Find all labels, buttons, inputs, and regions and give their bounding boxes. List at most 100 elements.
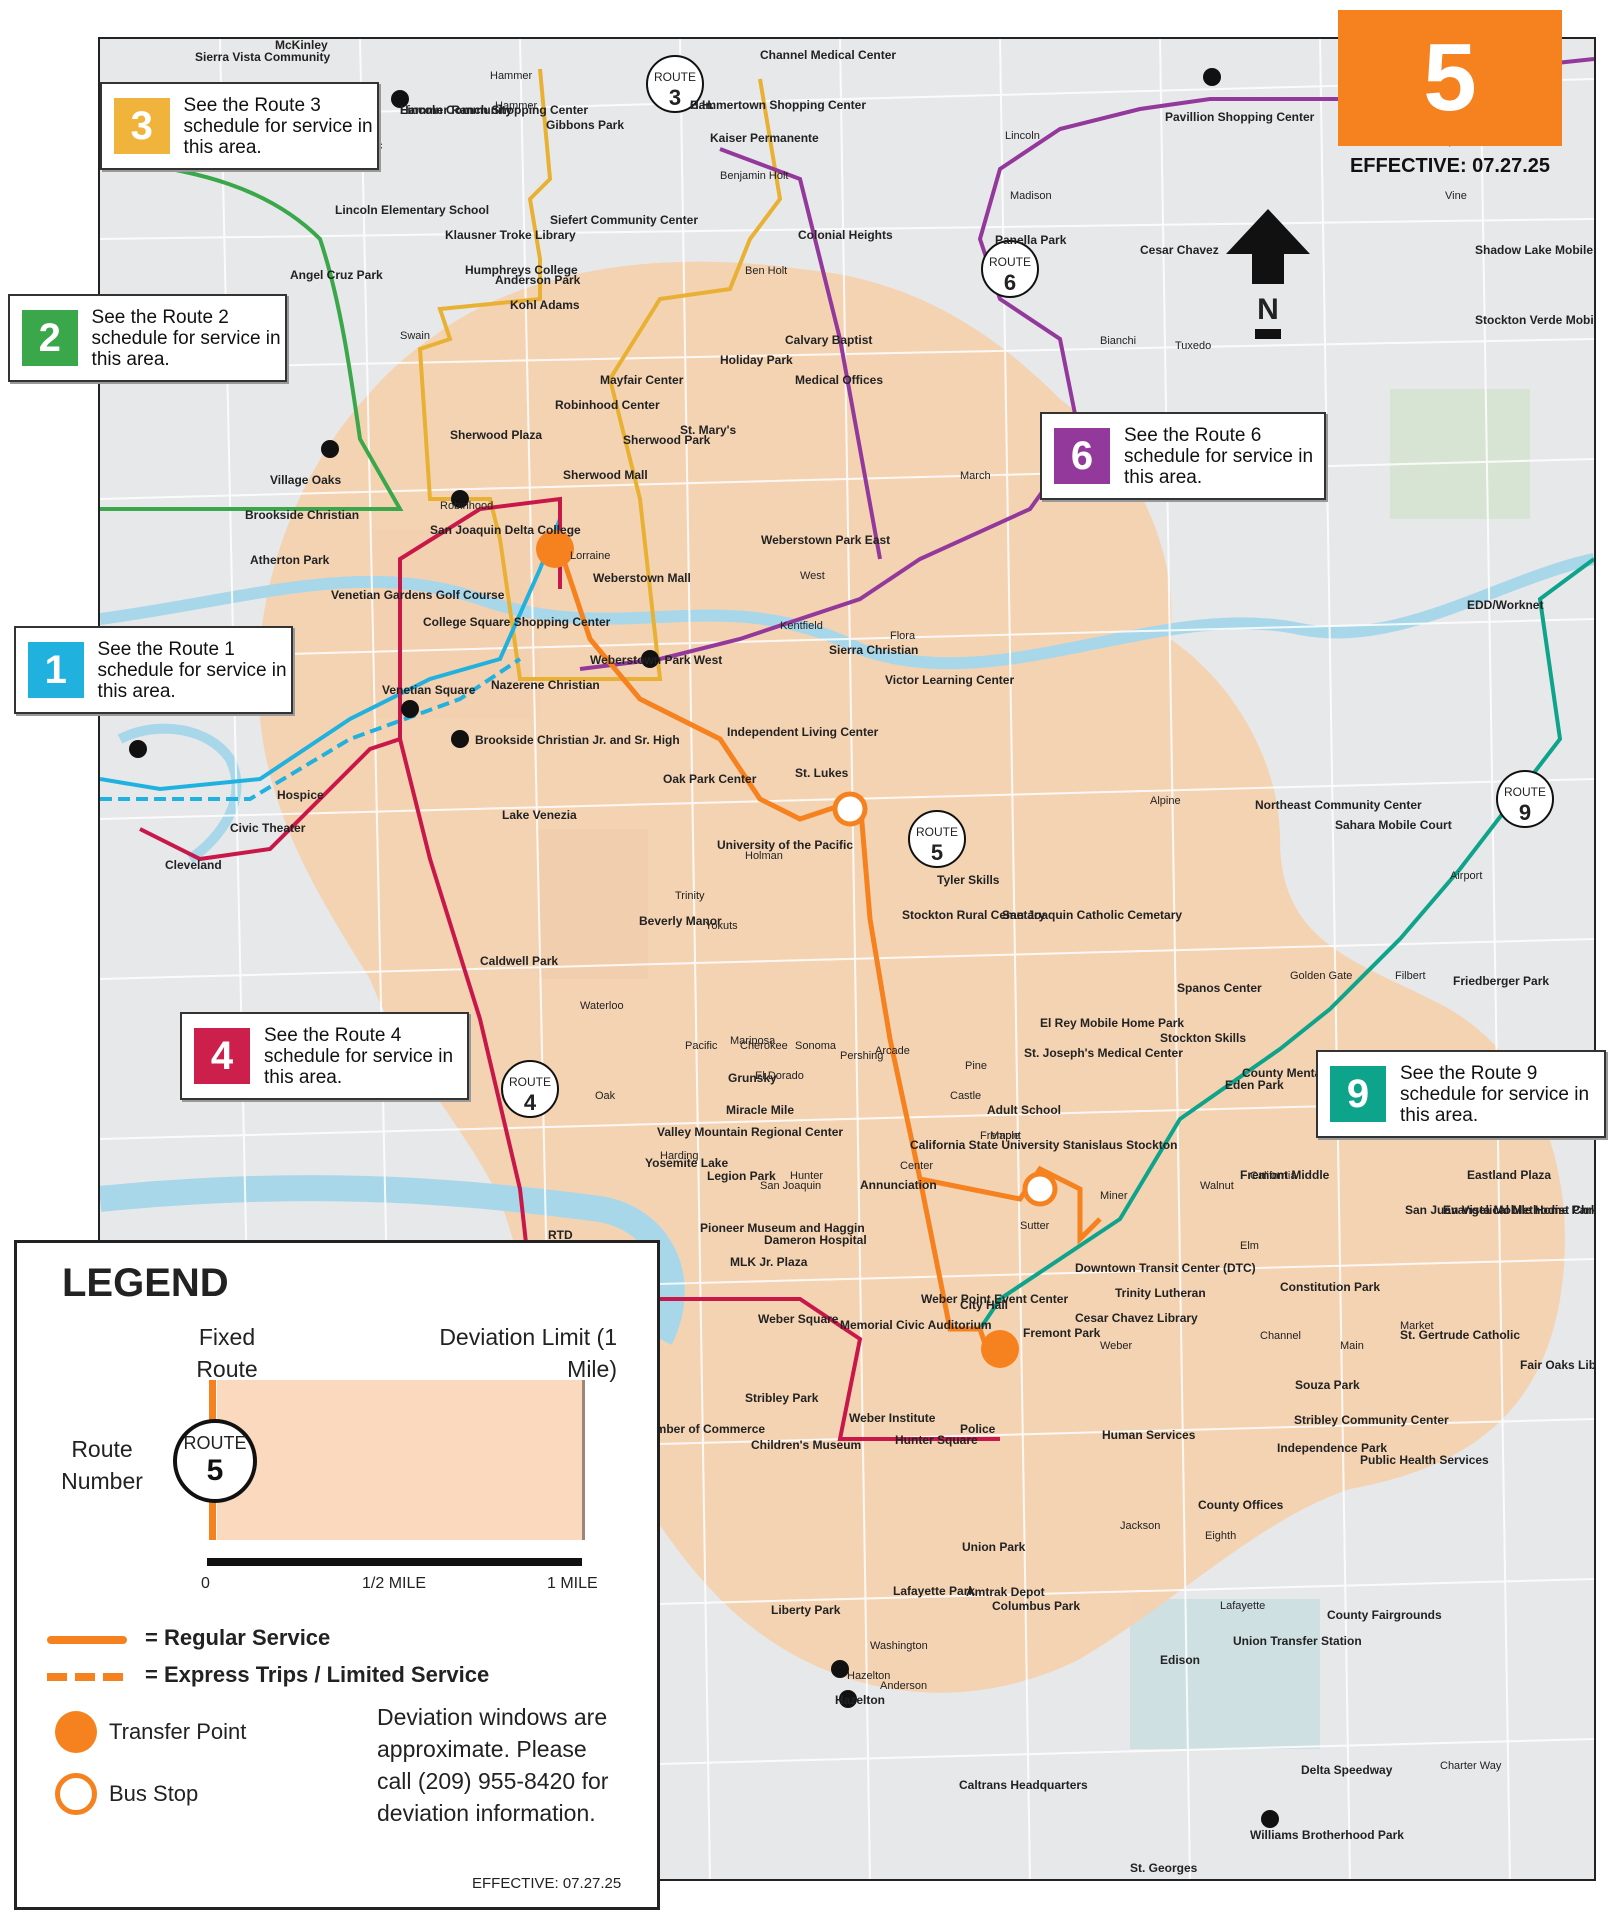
place-label: RTD — [548, 1228, 573, 1242]
bus-stop-label: Bus Stop — [109, 1781, 199, 1806]
place-label: Sierra Christian — [829, 643, 918, 657]
street-label: Filbert — [1395, 970, 1426, 982]
street-label: Flora — [890, 630, 916, 642]
street-label: Hammer — [490, 70, 533, 82]
place-label: Shadow Lake Mobile Home Community — [1475, 243, 1594, 257]
route-9-callout[interactable]: 9 See the Route 9 schedule for service i… — [1316, 1050, 1606, 1138]
route-2-callout-text: See the Route 2 schedule for service in … — [91, 306, 281, 370]
place-label: Sherwood Park — [623, 433, 711, 447]
bus-stop[interactable] — [832, 791, 868, 827]
route-6-callout[interactable]: 6 See the Route 6 schedule for service i… — [1040, 412, 1326, 500]
place-label: Victor Learning Center — [885, 673, 1014, 687]
street-label: Benjamin Holt — [720, 170, 788, 182]
place-label: Fremont Middle — [1240, 1168, 1330, 1182]
place-label: C.H. — [690, 98, 714, 112]
street-label: Lincoln — [1005, 130, 1040, 142]
place-label: Nazerene Christian — [491, 678, 600, 692]
place-label: California State University Stanislaus S… — [910, 1138, 1177, 1152]
legend-deviation-limit: Deviation Limit (1 Mile) — [439, 1324, 617, 1382]
place-label: San Joaquin Catholic Cemetary — [1002, 908, 1182, 922]
route-3-callout[interactable]: 3 See the Route 3 schedule for service i… — [100, 82, 379, 170]
scale-bar — [207, 1558, 582, 1566]
place-label: County Fairgrounds — [1327, 1608, 1442, 1622]
place-label: EDD/Worknet — [1467, 598, 1543, 612]
place-label: Siefert Community Center — [550, 213, 698, 227]
place-label: Dameron Hospital — [764, 1233, 867, 1247]
street-label: Swain — [400, 330, 430, 342]
svg-text:9: 9 — [1519, 800, 1531, 825]
route-1-callout[interactable]: 1 See the Route 1 schedule for service i… — [14, 626, 293, 714]
svg-text:3: 3 — [669, 85, 681, 110]
street-label: Market — [1400, 1320, 1434, 1332]
bus-stop[interactable] — [1022, 1171, 1058, 1207]
route-marker-9: ROUTE 9 — [1496, 770, 1554, 828]
route-4-callout[interactable]: 4 See the Route 4 schedule for service i… — [180, 1012, 469, 1100]
svg-text:ROUTE: ROUTE — [916, 825, 958, 839]
route-marker-5: ROUTE 5 — [908, 810, 966, 868]
place-label: Robinhood Center — [555, 398, 660, 412]
place-label: Chamber of Commerce — [633, 1422, 765, 1436]
place-label: Yosemite Lake — [645, 1156, 728, 1170]
street-label: Cherokee — [740, 1040, 788, 1052]
regular-service-label: = Regular Service — [145, 1625, 331, 1650]
place-label: Hammertown Shopping Center — [690, 98, 866, 112]
street-label: Castle — [950, 1090, 981, 1102]
water-calaveras — [100, 553, 1594, 670]
place-label: Pavillion Shopping Center — [1165, 110, 1315, 124]
legend-route-number: Route Number — [61, 1436, 143, 1494]
street-label: Channel — [1260, 1330, 1301, 1342]
transfer-point[interactable] — [981, 1330, 1019, 1368]
svg-text:5: 5 — [931, 840, 943, 865]
route-2-line — [100, 157, 404, 511]
place-label: Hazelton — [835, 1693, 885, 1707]
place-label: Channel Medical Center — [760, 48, 896, 62]
svg-text:ROUTE: ROUTE — [989, 255, 1031, 269]
place-label: Fremont Park — [1023, 1326, 1101, 1340]
place-label: Sahara Mobile Court — [1335, 818, 1452, 832]
scale-label-0: 0 — [201, 1575, 210, 1592]
place-label: Cleveland — [165, 858, 222, 872]
place-label: Sherwood Mall — [563, 468, 648, 482]
place-label: Adult School — [987, 1103, 1061, 1117]
place-label: Lafayette Park — [893, 1584, 975, 1598]
street-label: West — [800, 570, 825, 582]
street-label: Yokuts — [705, 920, 738, 932]
place-label: Friedberger Park — [1453, 974, 1549, 988]
place-label: Cesar Chavez — [1140, 243, 1219, 257]
legend-route-word: ROUTE — [183, 1433, 247, 1453]
street-label: Eighth — [1205, 1530, 1236, 1542]
place-label: Lincoln Community — [400, 103, 512, 117]
place-label: Souza Park — [1295, 1378, 1360, 1392]
street-label: Lorraine — [570, 550, 610, 562]
scale-label-half: 1/2 MILE — [362, 1575, 427, 1592]
street-label: Pershing — [840, 1050, 883, 1062]
place-label: Miracle Mile — [726, 1103, 794, 1117]
place-label: Klausner Troke Library — [445, 228, 576, 242]
place-label: Brookside Christian Jr. and Sr. High — [475, 733, 680, 747]
route-2-callout[interactable]: 2 See the Route 2 schedule for service i… — [8, 294, 287, 382]
place-label: Weberstown Park East — [761, 533, 890, 547]
street-label: Trinity — [675, 890, 705, 902]
timepoints — [129, 68, 1279, 1828]
place-label: El Rey Mobile Home Park — [1040, 1016, 1184, 1030]
street-label: March — [960, 470, 991, 482]
street-label: Kentfield — [780, 620, 823, 632]
route-marker-3: ROUTE 3 — [646, 55, 704, 113]
place-label: Pioneer Museum and Haggin — [700, 1221, 865, 1235]
effective-date: EFFECTIVE: 07.27.25 — [1349, 155, 1551, 177]
svg-text:N: N — [1257, 293, 1279, 326]
place-label: Amtrak Depot — [966, 1585, 1045, 1599]
place-label: Colonial Heights — [798, 228, 893, 242]
street-label: Miner — [1100, 1190, 1128, 1202]
place-label: Anderson Park — [495, 273, 581, 287]
street-label: Hunter — [790, 1170, 823, 1182]
legend-panel: LEGEND Fixed Route Deviation Limit (1 Mi… — [14, 1240, 660, 1910]
route-9-line — [978, 557, 1594, 1331]
legend-deviation-box — [217, 1380, 585, 1540]
place-label: Stockton Skills — [1160, 1031, 1246, 1045]
place-label: Medical Offices — [795, 373, 883, 387]
place-label: Police — [960, 1422, 996, 1436]
street-label: Waterloo — [580, 1000, 624, 1012]
transfer-point[interactable] — [536, 530, 574, 568]
place-label: College Square Shopping Center — [423, 615, 611, 629]
